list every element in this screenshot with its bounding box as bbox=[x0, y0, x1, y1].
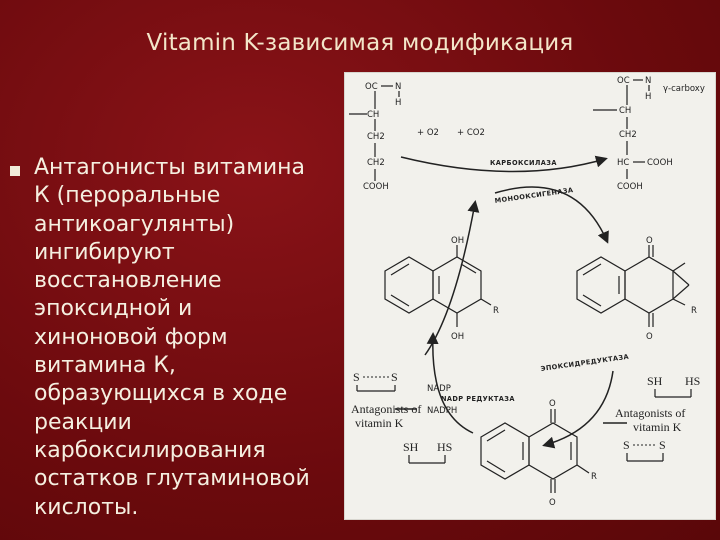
return-arrow bbox=[424, 200, 480, 356]
atom-n: N bbox=[645, 76, 651, 86]
atom-h: H bbox=[395, 98, 401, 108]
bullet-line: кислоты. bbox=[34, 494, 139, 520]
hydroquinone-structure: OH OH R bbox=[384, 236, 499, 342]
atom-oc: OC bbox=[617, 76, 630, 86]
bullet-line: хиноновой форм bbox=[34, 324, 228, 350]
epoxide-structure: O O R bbox=[576, 236, 697, 342]
reagent-co2: + CO2 bbox=[457, 128, 485, 138]
reagent-o2: + O2 bbox=[417, 128, 439, 138]
glutamate-structure: OC N H CH CH2 CH2 COOH bbox=[349, 82, 401, 192]
thiol-s: S bbox=[623, 438, 630, 452]
cofactor-nadph: NADPH bbox=[427, 406, 457, 416]
atom-ch2: CH2 bbox=[367, 158, 385, 168]
atom-h: H bbox=[645, 92, 651, 102]
atom-n: N bbox=[395, 82, 401, 92]
carboxylase-arrow bbox=[400, 155, 608, 173]
enzyme-monooxygenase: МОНООКСИГЕНАЗА bbox=[494, 186, 574, 205]
atom-cooh: COOH bbox=[617, 182, 643, 192]
atom-cooh: COOH bbox=[647, 158, 673, 168]
vitamin-k-cycle-figure: OC N H CH CH2 CH2 COOH + O2 + CO2 OC N H… bbox=[344, 72, 716, 520]
nadp-reductase-arrow bbox=[426, 332, 474, 434]
thiol-s: S bbox=[659, 438, 666, 452]
thiol-hs: HS bbox=[437, 440, 452, 454]
atom-r: R bbox=[591, 472, 597, 482]
slide-title: Vitamin K-зависимая модификация bbox=[146, 30, 574, 56]
vitamin-k-cycle-diagram: OC N H CH CH2 CH2 COOH + O2 + CO2 OC N H… bbox=[349, 76, 705, 508]
enzyme-epoxide-reductase: ЭПОКСИДРЕДУКТАЗА bbox=[540, 353, 630, 373]
atom-o: O bbox=[646, 332, 653, 342]
bullet-line: эпоксидной и bbox=[34, 296, 193, 322]
atom-ch: CH bbox=[619, 106, 631, 116]
thiol-sh: SH bbox=[647, 374, 663, 388]
carboxyglutamate-structure: OC N H CH CH2 HC COOH COOH bbox=[593, 76, 673, 192]
atom-ch: CH bbox=[367, 110, 379, 120]
atom-o: O bbox=[549, 498, 556, 508]
atom-cooh: COOH bbox=[363, 182, 389, 192]
atom-oh: OH bbox=[451, 236, 464, 246]
atom-r: R bbox=[493, 306, 499, 316]
antagonist-label: vitamin K bbox=[633, 420, 682, 434]
bullet-line: витамина К, bbox=[34, 353, 176, 379]
atom-oh: OH bbox=[451, 332, 464, 342]
bullet-marker bbox=[10, 166, 20, 176]
bullet-line: К (пероральные bbox=[34, 183, 221, 209]
epoxide-reductase-arrow bbox=[542, 370, 614, 449]
bullet-line: ингибируют bbox=[34, 239, 175, 265]
atom-oc: OC bbox=[365, 82, 378, 92]
atom-o: O bbox=[549, 399, 556, 409]
cofactor-nadp: NADP bbox=[427, 384, 451, 394]
atom-hc: HC bbox=[617, 158, 629, 168]
thiol-sh: SH bbox=[403, 440, 419, 454]
bullet-line: Антагонисты витамина bbox=[34, 155, 306, 180]
thiol-s: S bbox=[391, 370, 398, 384]
right-antagonist-block: SH HS Antagonists of vitamin K S S bbox=[603, 374, 700, 462]
bullet-line: остатков глутаминовой bbox=[34, 466, 310, 492]
antagonist-label: Antagonists of bbox=[615, 406, 685, 420]
bullet-line: образующихся в ходе bbox=[34, 381, 288, 407]
atom-ch2: CH2 bbox=[367, 132, 385, 142]
bullet-line: антикоагулянты) bbox=[34, 211, 235, 237]
corner-label: γ-carboxy bbox=[663, 84, 705, 94]
bullet-line: карбоксилирования bbox=[34, 437, 266, 463]
quinone-structure: O O R bbox=[480, 399, 597, 508]
bullet-text: Антагонисты витамина К (пероральные анти… bbox=[34, 154, 344, 522]
left-antagonist-block: S S Antagonists of vitamin K NADP NADP Р… bbox=[351, 370, 515, 464]
thiol-s: S bbox=[353, 370, 360, 384]
thiol-hs: HS bbox=[685, 374, 700, 388]
antagonist-label: vitamin K bbox=[355, 416, 404, 430]
enzyme-nadp-reductase: NADP РЕДУКТАЗА bbox=[441, 395, 515, 403]
monooxygenase-arrow bbox=[494, 186, 609, 244]
enzyme-carboxylase: КАРБОКСИЛАЗА bbox=[490, 159, 557, 167]
atom-o: O bbox=[646, 236, 653, 246]
bullet-line: реакции bbox=[34, 409, 132, 435]
bullet-line: восстановление bbox=[34, 268, 222, 294]
atom-ch2: CH2 bbox=[619, 130, 637, 140]
antagonist-label: Antagonists of bbox=[351, 402, 421, 416]
atom-r: R bbox=[691, 306, 697, 316]
